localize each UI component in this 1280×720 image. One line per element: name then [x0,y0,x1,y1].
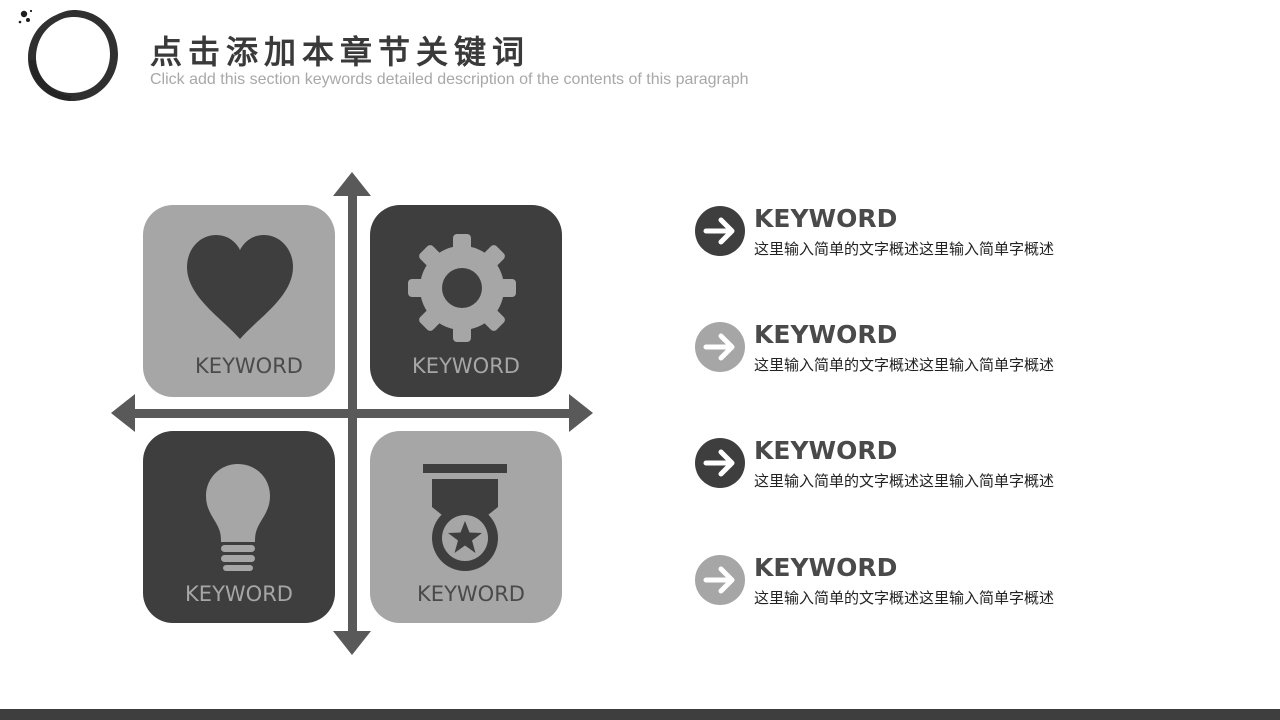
keyword-item-4: KEYWORD 这里输入简单的文字概述这里输入简单字概述 [695,553,1145,625]
tile-heart: KEYWORD [143,205,335,397]
keyword-item-title: KEYWORD [754,320,898,349]
keyword-item-1: KEYWORD 这里输入简单的文字概述这里输入简单字概述 [695,204,1145,276]
arrow-down-icon [333,631,371,655]
keyword-item-3: KEYWORD 这里输入简单的文字概述这里输入简单字概述 [695,436,1145,508]
keyword-item-title: KEYWORD [754,204,898,233]
keyword-item-title: KEYWORD [754,436,898,465]
gear-icon [408,234,516,342]
tile-medal: KEYWORD [370,431,562,623]
keyword-item-title: KEYWORD [754,553,898,582]
tile-label: KEYWORD [185,582,293,606]
tile-label: KEYWORD [412,354,520,378]
arrow-left-icon [111,394,135,432]
arrow-right-circle-icon [695,438,745,488]
keyword-item-desc: 这里输入简单的文字概述这里输入简单字概述 [754,589,1055,607]
keyword-item-desc: 这里输入简单的文字概述这里输入简单字概述 [754,240,1055,258]
heart-icon [187,235,293,339]
arrow-right-circle-icon [695,206,745,256]
keyword-item-2: KEYWORD 这里输入简单的文字概述这里输入简单字概述 [695,320,1145,392]
tile-gear: KEYWORD [370,205,562,397]
lightbulb-icon [206,464,270,571]
tile-lightbulb: KEYWORD [143,431,335,623]
medal-icon [423,464,507,571]
page-subtitle: Click add this section keywords detailed… [150,71,749,88]
keyword-item-desc: 这里输入简单的文字概述这里输入简单字概述 [754,356,1055,374]
arrow-right-circle-icon [695,555,745,605]
tile-label: KEYWORD [417,582,525,606]
ink-circle-logo-icon [18,9,118,101]
horizontal-axis [132,409,572,418]
page-title: 点击添加本章节关键词 [150,33,531,71]
arrow-right-icon [569,394,593,432]
keyword-item-desc: 这里输入简单的文字概述这里输入简单字概述 [754,472,1055,490]
arrow-right-circle-icon [695,322,745,372]
arrow-up-icon [333,172,371,196]
tile-label: KEYWORD [195,354,303,378]
footer-bar [0,709,1280,720]
